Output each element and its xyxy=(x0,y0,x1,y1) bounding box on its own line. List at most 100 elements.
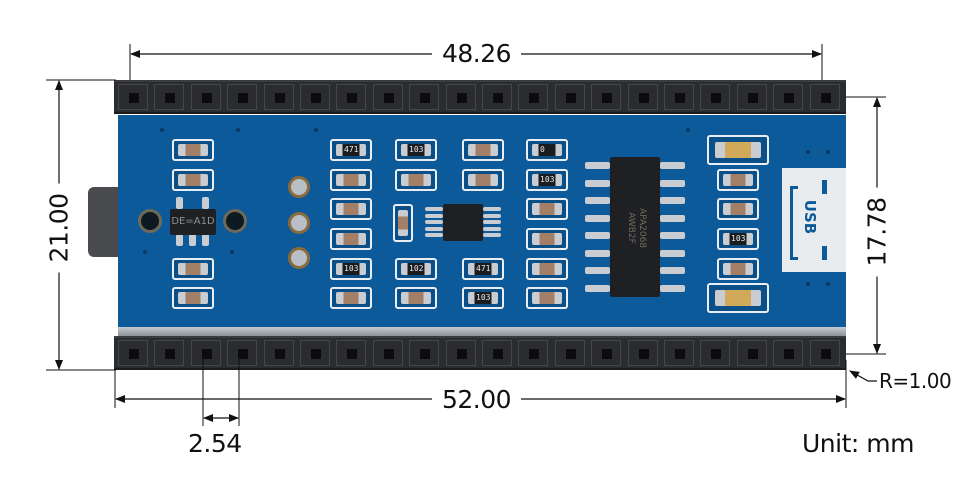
usb-bracket-right-top xyxy=(822,180,827,194)
capacitor xyxy=(532,263,562,275)
regulator-lead xyxy=(176,234,183,246)
ic-lead xyxy=(660,179,685,187)
header-pin xyxy=(154,340,185,366)
header-pin xyxy=(263,340,294,366)
pin-socket-hole xyxy=(747,349,758,359)
header-pin xyxy=(591,84,622,110)
ic-lead xyxy=(585,232,610,239)
ic-lead xyxy=(660,249,685,257)
ic-lead xyxy=(483,226,501,231)
pin-socket-hole xyxy=(165,349,176,359)
smd-pad-outline xyxy=(393,204,413,242)
ic-lead xyxy=(483,233,501,237)
pin-socket-hole xyxy=(238,349,249,359)
regulator-lead xyxy=(176,197,183,209)
resistor: 471 xyxy=(468,263,498,275)
capacitor xyxy=(336,174,366,186)
capacitor xyxy=(723,203,753,215)
resistor: 102 xyxy=(401,263,431,275)
smd-pad-outline xyxy=(172,287,214,309)
header-pin xyxy=(227,84,258,110)
header-pin xyxy=(154,84,185,110)
ic-lead xyxy=(425,233,443,237)
resistor-code: 103 xyxy=(540,175,555,184)
pin-socket-hole xyxy=(747,93,758,103)
header-pin xyxy=(190,84,221,110)
header-pin xyxy=(664,84,694,110)
board-edge-strip xyxy=(118,327,846,336)
smd-pad-outline: 103 xyxy=(395,139,437,161)
pin-socket-hole xyxy=(602,93,613,103)
voltage-regulator: DE=A1D xyxy=(170,209,216,235)
header-pin xyxy=(736,340,767,366)
resistor-code: 471 xyxy=(344,145,359,154)
header-pin xyxy=(336,340,367,366)
pin-socket-hole xyxy=(493,349,503,359)
capacitor xyxy=(178,144,208,156)
resistor-code: 103 xyxy=(344,264,359,273)
ic-lead xyxy=(660,197,685,204)
header-pin xyxy=(700,84,731,110)
resistor: 103 xyxy=(336,263,366,275)
resistor: 0 xyxy=(532,144,562,156)
pin-socket-hole xyxy=(383,93,394,103)
pcb-via xyxy=(806,150,810,154)
header-pin xyxy=(190,340,221,366)
pin-socket-hole xyxy=(347,93,358,103)
header-pin xyxy=(263,84,294,110)
capacitor xyxy=(178,263,208,275)
smd-pad-outline xyxy=(330,228,372,250)
pin-socket-hole xyxy=(529,349,540,359)
smd-pad-outline: 103 xyxy=(330,258,372,280)
ic-lead xyxy=(425,220,443,224)
pin-socket-hole xyxy=(129,349,139,359)
header-pin xyxy=(700,340,731,366)
resistor: 103 xyxy=(468,292,498,304)
header-pin xyxy=(736,84,767,110)
header-pin xyxy=(482,84,512,110)
dim-label-row-spacing: 17.78 xyxy=(863,187,892,277)
resistor: 103 xyxy=(401,144,431,156)
pin-socket-hole xyxy=(201,349,212,359)
ic-lead xyxy=(483,213,501,218)
op-amp-ic xyxy=(443,204,483,241)
pin-socket-hole xyxy=(820,93,831,103)
capacitor xyxy=(723,263,753,275)
capacitor xyxy=(336,233,366,245)
smd-pad-outline xyxy=(172,139,214,161)
header-pin xyxy=(518,84,549,110)
smd-pad-outline: 103 xyxy=(526,169,568,191)
header-pin xyxy=(372,340,403,366)
unit-label: Unit: mm xyxy=(798,430,918,458)
smd-pad-outline xyxy=(462,139,504,161)
smd-pad-outline xyxy=(526,287,568,309)
header-pin xyxy=(118,84,148,110)
pin-socket-hole xyxy=(784,349,795,359)
header-pin xyxy=(482,340,512,366)
capacitor xyxy=(178,174,208,186)
capacitor xyxy=(532,233,562,245)
header-pin xyxy=(227,340,258,366)
smd-pad-outline: 102 xyxy=(395,258,437,280)
amplifier-ic: APA2068 AWB2F xyxy=(610,157,660,297)
pcb-via xyxy=(143,250,147,254)
regulator-lead xyxy=(202,234,209,246)
ic-lead xyxy=(660,162,685,169)
mounting-hole-right xyxy=(223,209,247,233)
pin-socket-hole xyxy=(784,93,795,103)
smd-pad-outline xyxy=(717,198,759,220)
usb-bracket-right-bottom xyxy=(822,246,827,260)
header-pin xyxy=(773,340,804,366)
ic-lead xyxy=(425,213,443,218)
smd-pad-outline: 103 xyxy=(717,228,759,250)
ic-lead xyxy=(585,249,610,257)
pcb-via xyxy=(160,128,164,132)
header-pin xyxy=(773,84,804,110)
pin-socket-hole xyxy=(675,93,685,103)
resistor-code: 471 xyxy=(476,264,491,273)
smd-pad-outline xyxy=(330,198,372,220)
header-pin xyxy=(409,340,440,366)
smd-pad-outline xyxy=(172,258,214,280)
smd-pad-outline: 103 xyxy=(462,287,504,309)
pin-socket-hole xyxy=(638,93,649,103)
